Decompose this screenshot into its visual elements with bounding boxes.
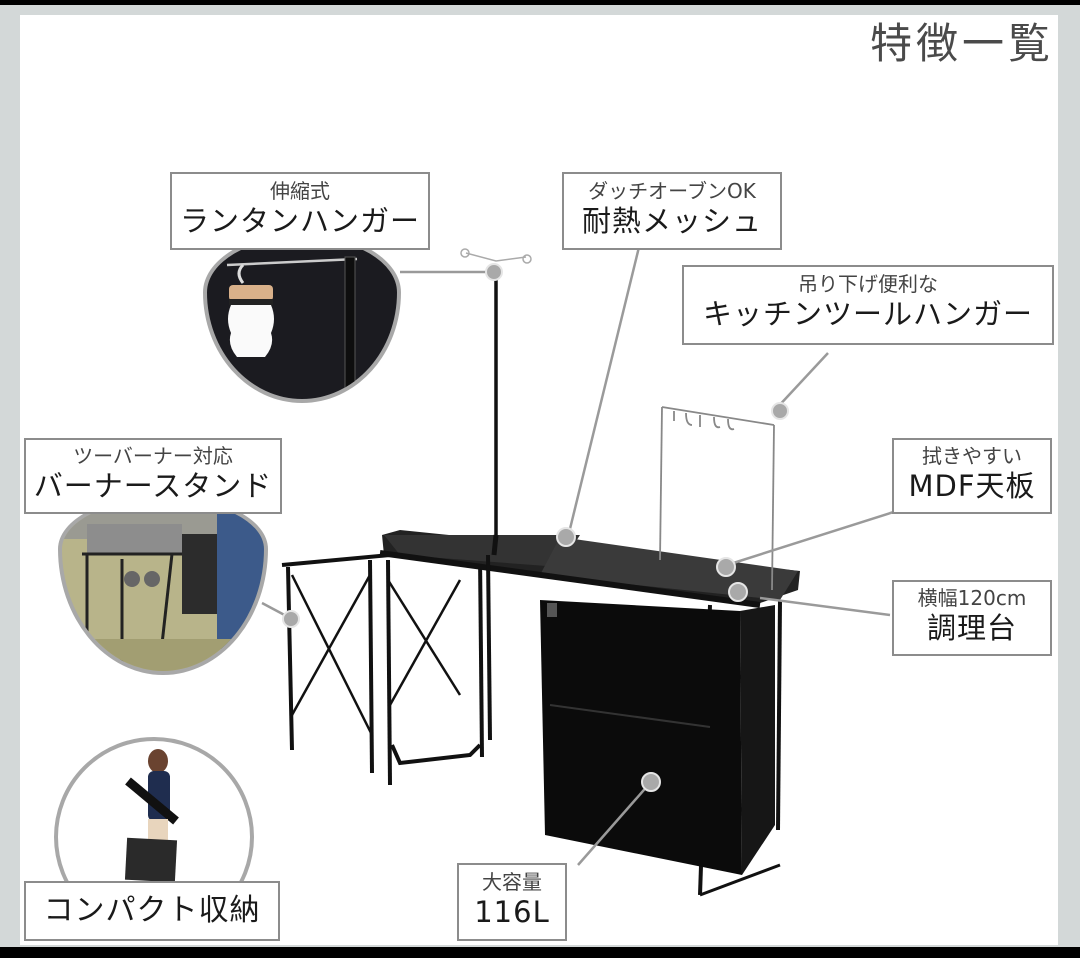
burner-stand-frame bbox=[281, 553, 484, 786]
feature-label-heat-mesh: ダッチオーブンOK 耐熱メッシュ bbox=[562, 172, 782, 250]
feature-sub: ダッチオーブンOK bbox=[588, 179, 756, 203]
feature-sub: 拭きやすい bbox=[922, 444, 1022, 468]
feature-overview-canvas: 特徴一覧 伸縮式 ランタンハンガー ダッチオーブンOK 耐熱メッシュ 吊り下げ便… bbox=[20, 15, 1058, 945]
feature-main: 耐熱メッシュ bbox=[581, 204, 762, 238]
feature-main: コンパクト収納 bbox=[43, 893, 261, 928]
feature-label-burner-stand: ツーバーナー対応 バーナースタンド bbox=[24, 438, 282, 514]
lantern-icon bbox=[226, 256, 358, 399]
storage-cabinet bbox=[540, 600, 775, 875]
lantern-pole bbox=[460, 248, 532, 556]
feature-sub: 伸縮式 bbox=[270, 179, 330, 203]
feature-sub: 吊り下げ便利な bbox=[798, 272, 938, 296]
person-carrying-case bbox=[124, 749, 179, 883]
feature-sub: ツーバーナー対応 bbox=[73, 444, 233, 468]
feature-label-cooking-table: 横幅120cm 調理台 bbox=[892, 580, 1052, 656]
feature-main: バーナースタンド bbox=[33, 469, 273, 503]
callout-dots bbox=[282, 263, 789, 792]
screenshot-frame: 特徴一覧 伸縮式 ランタンハンガー ダッチオーブンOK 耐熱メッシュ 吊り下げ便… bbox=[0, 5, 1080, 947]
feature-main: 調理台 bbox=[926, 611, 1017, 645]
page-title: 特徴一覧 bbox=[869, 19, 1054, 68]
feature-label-capacity: 大容量 116L bbox=[457, 863, 567, 941]
product-illustration bbox=[261, 242, 901, 897]
feature-main: 116L bbox=[474, 895, 550, 929]
feature-sub: 横幅120cm bbox=[917, 586, 1027, 610]
feature-main: キッチンツールハンガー bbox=[702, 297, 1033, 331]
feature-sub: 大容量 bbox=[482, 870, 542, 894]
feature-label-mdf-top: 拭きやすい MDF天板 bbox=[892, 438, 1052, 514]
feature-label-lantern-hanger: 伸縮式 ランタンハンガー bbox=[170, 172, 430, 250]
feature-main: MDF天板 bbox=[908, 469, 1036, 503]
callout-lines bbox=[261, 242, 901, 866]
feature-main: ランタンハンガー bbox=[179, 204, 420, 238]
feature-label-compact-storage: コンパクト収納 bbox=[24, 881, 280, 941]
kitchen-tool-hanger-frame bbox=[659, 406, 775, 591]
feature-label-kitchen-tool-hanger: 吊り下げ便利な キッチンツールハンガー bbox=[682, 265, 1054, 345]
